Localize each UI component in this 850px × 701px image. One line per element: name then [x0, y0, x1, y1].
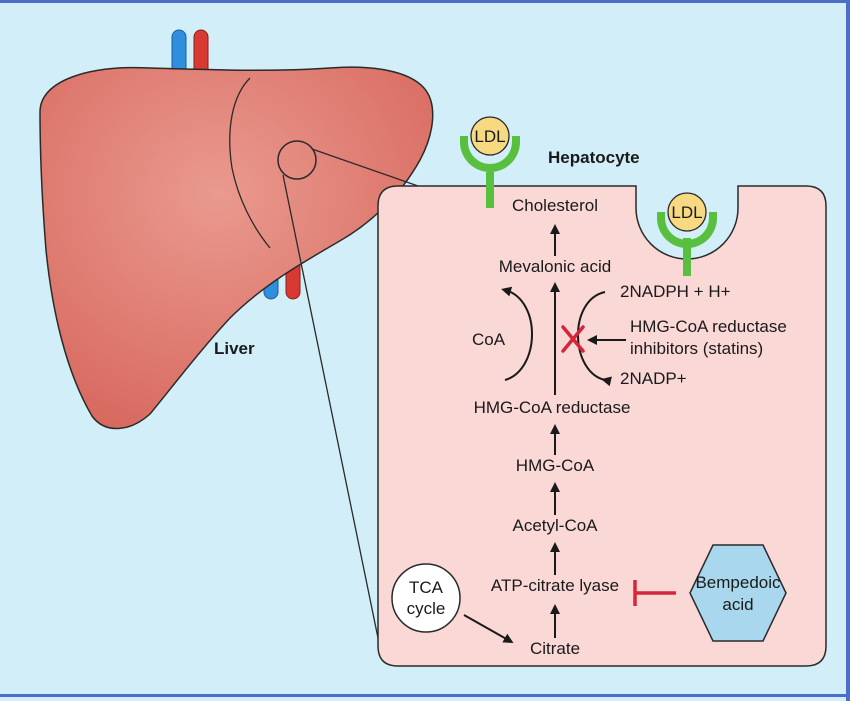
zoom-line-bottom [282, 174, 379, 639]
liver-label: Liver [214, 339, 255, 358]
hmg-coa-label: HMG-CoA [516, 456, 595, 475]
ldl-particle-1 [470, 116, 510, 156]
ldl-label-1: LDL [474, 127, 505, 146]
bempedoic-label-line2: acid [722, 595, 753, 614]
cholesterol-label: Cholesterol [512, 196, 598, 215]
ldl-label-2: LDL [671, 203, 702, 222]
ldl-receptor-1: LDL [460, 116, 520, 208]
magnification-circle [277, 140, 317, 180]
bempedoic-acid-node: Bempedoic acid [689, 544, 787, 642]
tca-label-line1: TCA [409, 578, 444, 597]
bempedoic-label-line1: Bempedoic [695, 573, 781, 592]
nadph-consumption-arrow [577, 291, 612, 387]
tca-cycle-node: TCA cycle [391, 563, 461, 633]
hmg-coa-reductase-label: HMG-CoA reductase [474, 398, 631, 417]
coa-label: CoA [472, 330, 506, 349]
coa-release-arrow [501, 286, 533, 381]
frame-top-border [0, 0, 850, 3]
liver-organ [39, 66, 434, 430]
nadph-label: 2NADPH + H+ [620, 282, 731, 301]
citrate-label: Citrate [530, 639, 580, 658]
mevalonic-acid-label: Mevalonic acid [499, 257, 611, 276]
arrow-tca-to-citrate [463, 614, 514, 643]
bempedoic-inhibitor [633, 580, 676, 606]
acetyl-coa-label: Acetyl-CoA [512, 516, 598, 535]
ldl-particle-2 [667, 192, 707, 232]
statins-label-line2: inhibitors (statins) [630, 339, 763, 358]
atp-citrate-lyase-label: ATP-citrate lyase [491, 576, 619, 595]
tca-label-line2: cycle [407, 599, 446, 618]
zoom-line-top [311, 148, 419, 187]
hepatocyte-label: Hepatocyte [548, 148, 640, 167]
frame-right-border [846, 0, 850, 701]
nadp-label: 2NADP+ [620, 369, 687, 388]
inhibition-x-icon [561, 325, 585, 353]
statins-label-line1: HMG-CoA reductase [630, 317, 787, 336]
ldl-receptor-2: LDL [657, 192, 717, 276]
frame-bottom-border [0, 694, 850, 697]
